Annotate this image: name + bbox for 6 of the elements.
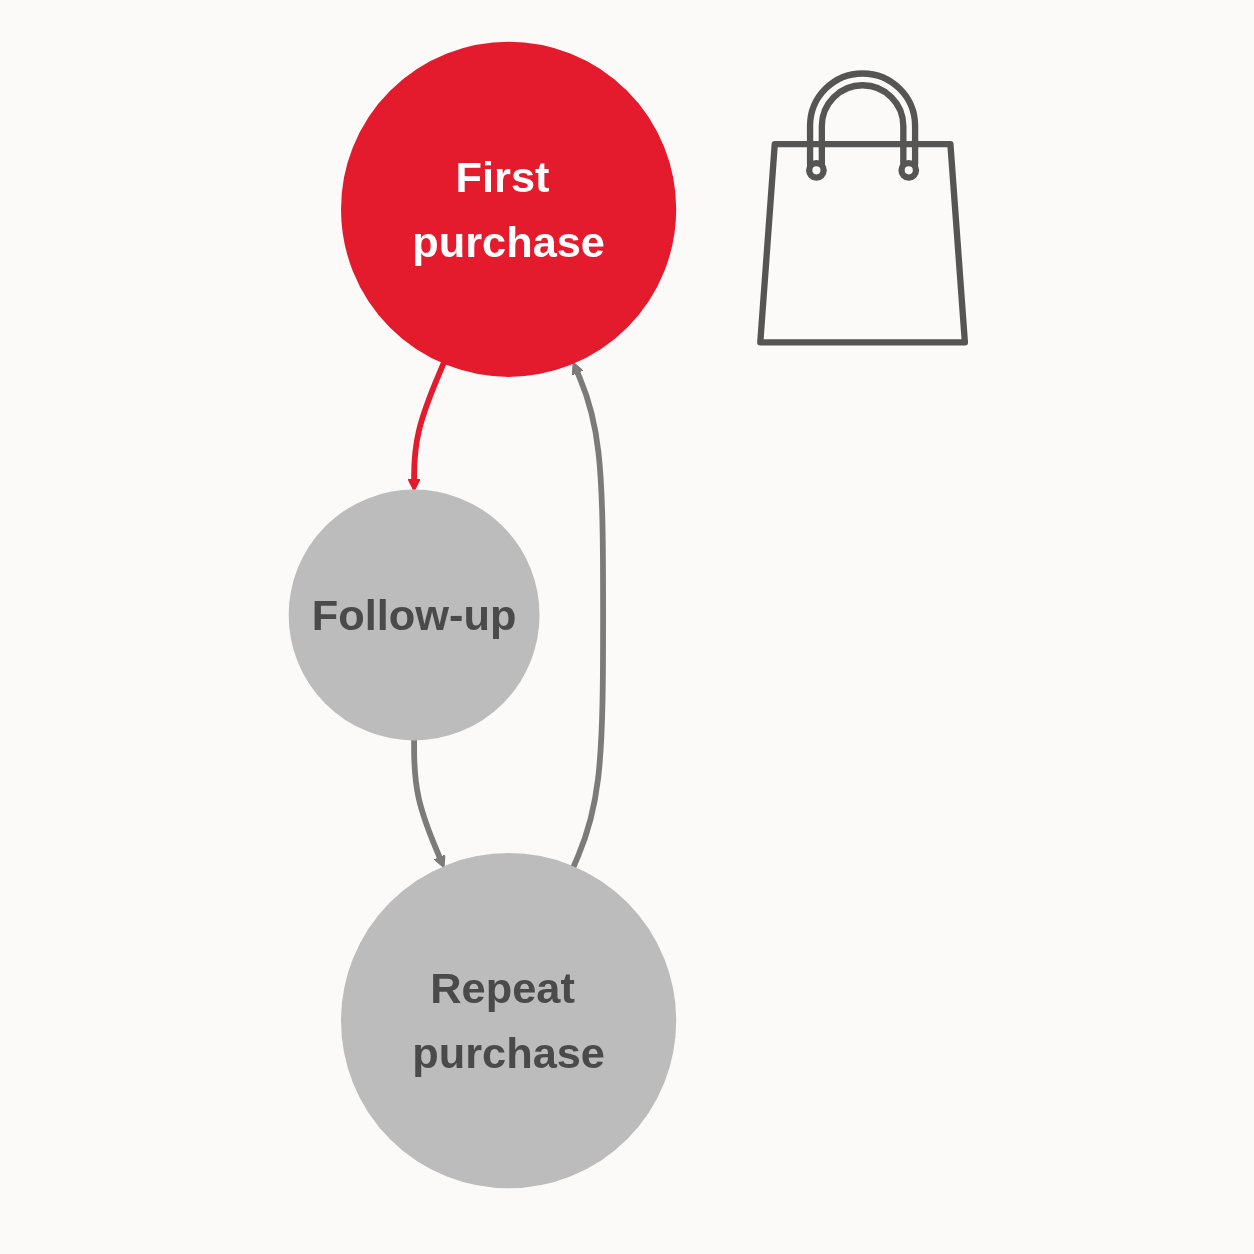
arrow [570,361,606,869]
node-circle: Follow-up [288,489,540,741]
node-circle: Repeat purchase [340,853,676,1189]
arrow [407,361,447,492]
node-circle: First purchase [340,41,676,377]
arrow [410,739,445,869]
